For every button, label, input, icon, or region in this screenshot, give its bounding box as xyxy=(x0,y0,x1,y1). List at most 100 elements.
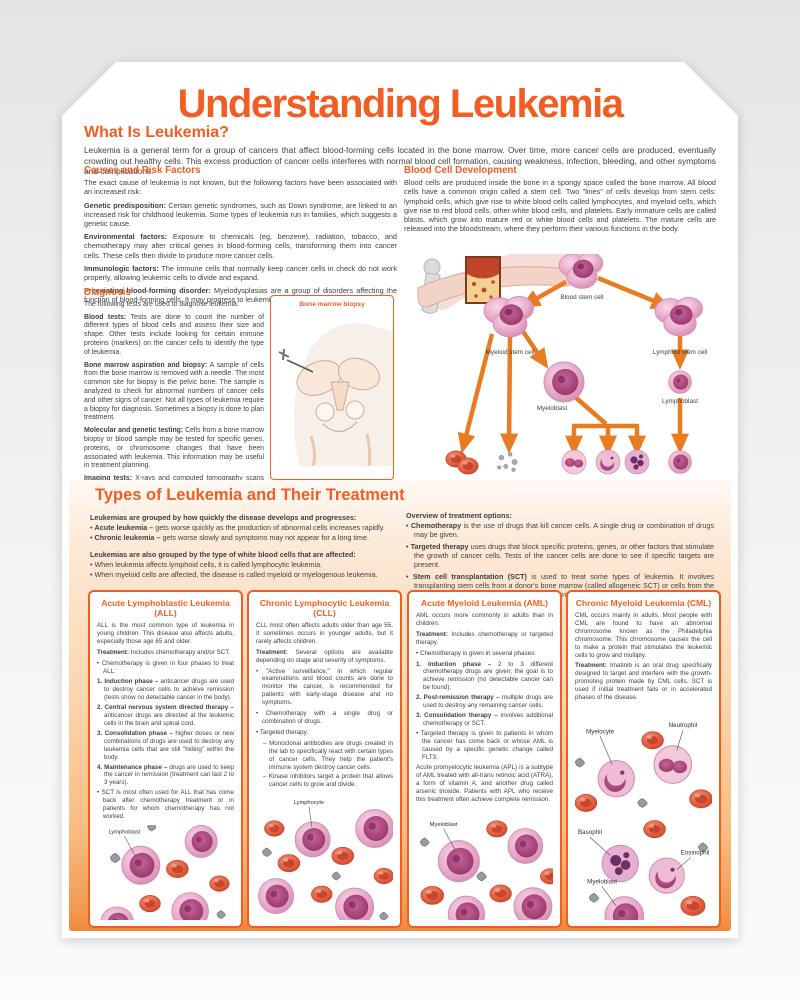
cll-bullet: Chemotherapy with a single drug or combi… xyxy=(256,710,393,726)
cml-treatment: Treatment: Imatinib is an oral drug spec… xyxy=(575,662,712,702)
pelvis-biopsy-illustration xyxy=(278,323,393,466)
all-leukemia-card: Acute Lymphoblastic Leukemia (ALL) ALL i… xyxy=(88,590,243,928)
cml-myelocyte-label: Myelocyte xyxy=(586,728,615,735)
cll-cell-label: Lymphocyte xyxy=(294,800,324,806)
speed-group-item: Chronic leukemia – gets worse slowly and… xyxy=(90,533,396,542)
label-lymphoid-stem-cell: Lymphoid stem cell xyxy=(653,349,707,356)
treatment-overview-item: Targeted therapy uses drugs that block s… xyxy=(406,542,714,569)
cll-intro: CLL most often affects adults older than… xyxy=(256,622,393,645)
all-phase: 3. Consolidation phase – higher doses or… xyxy=(97,729,234,761)
causes-item: Genetic predisposition: Certain genetic … xyxy=(84,200,397,229)
myelocyte-cell xyxy=(595,449,621,475)
speed-group-title: Leukemias are grouped by how quickly the… xyxy=(90,513,357,522)
types-heading: Types of Leukemia and Their Treatment xyxy=(95,486,405,504)
cll-sub-bullet: Monoclonal antibodies are drugs created … xyxy=(256,740,393,772)
pubic-arch xyxy=(322,421,358,433)
aml-phase: 3. Consolidation therapy – involves addi… xyxy=(416,711,553,727)
label-lymphoblast: Lymphoblast xyxy=(662,398,698,405)
sacrum xyxy=(330,381,350,411)
label-myeloblast: Myeloblast xyxy=(537,405,568,412)
all-treatment: Treatment: Includes chemotherapy and/or … xyxy=(97,648,231,656)
all-phase: 4. Maintenance phase – drugs are used to… xyxy=(97,763,234,787)
all-cells-illustration: Lymphoblast xyxy=(99,824,230,920)
myeloblast-cell xyxy=(543,361,585,403)
poster-title: Understanding Leukemia xyxy=(177,82,624,126)
cml-card-title: Chronic Myeloid Leukemia (CML) xyxy=(575,598,712,608)
causes-item: Preexisting blood-forming disorder: Myel… xyxy=(84,286,397,305)
what-is-heading: What Is Leukemia? xyxy=(84,124,229,141)
diagnosis-item: Blood tests: Tests are done to count the… xyxy=(84,313,264,356)
bone-marrow-biopsy-figure: Bone marrow biopsy xyxy=(270,295,394,480)
diagram-svg: Blood stem cell Myeloid stem cell Lympho… xyxy=(417,254,709,509)
aml-phase: 2. Post-remission therapy – multiple dru… xyxy=(416,694,553,710)
aml-intro: AML occurs more commonly in adults than … xyxy=(416,612,553,627)
aml-card-title: Acute Myeloid Leukemia (AML) xyxy=(420,598,548,608)
causes-intro: The exact cause of leukemia is not known… xyxy=(84,178,397,197)
diagnosis-heading: Diagnosis xyxy=(84,287,131,298)
cml-leukemia-card: Chronic Myeloid Leukemia (CML) CML occur… xyxy=(566,590,721,928)
what-is-body: Leukemia is a general term for a group o… xyxy=(84,145,716,177)
lineage-group-title: Leukemias are also grouped by the type o… xyxy=(90,550,356,559)
development-heading: Blood Cell Development xyxy=(404,165,517,176)
all-bullet: SCT is most often used for ALL that has … xyxy=(97,789,234,821)
all-card-title: Acute Lymphoblastic Leukemia (ALL) xyxy=(101,598,230,618)
red-blood-cell xyxy=(457,457,479,475)
needle-hub xyxy=(278,348,290,361)
lymphoid-stem-cell xyxy=(654,296,704,337)
eosinophil-cell xyxy=(561,449,587,475)
lineage-group-item: When leukemia affects lymphoid cells, it… xyxy=(90,560,396,569)
aml-bullet: Chemotherapy is given in several phases: xyxy=(416,650,553,658)
types-grouping-column: Leukemias are grouped by how quickly the… xyxy=(90,508,396,580)
label-myeloid-stem-cell: Myeloid stem cell xyxy=(485,349,534,356)
label-blood-stem-cell: Blood stem cell xyxy=(560,294,603,301)
cll-treatment: Treatment: Several options are available… xyxy=(256,648,393,664)
speed-group-item: Acute leukemia – gets worse quickly as t… xyxy=(90,523,396,532)
causes-heading: Causes and Risk Factors xyxy=(84,165,201,176)
aml-cell-label: Myeloblast xyxy=(430,822,458,828)
biopsy-caption: Bone marrow biopsy xyxy=(299,301,365,308)
diagnosis-item: Bone marrow aspiration and biopsy: A sam… xyxy=(84,361,264,422)
cll-leukemia-card: Chronic Lymphocytic Leukemia (CLL) CLL m… xyxy=(247,590,402,928)
biopsy-needle xyxy=(286,359,314,373)
femur-lines xyxy=(309,433,372,466)
lineage-group-item: When myeloid cells are affected, the dis… xyxy=(90,570,396,579)
cll-sub-bullet: Kinase inhibitors target a protein that … xyxy=(256,773,393,789)
poster-shadow: Understanding Leukemia What Is Leukemia?… xyxy=(62,62,738,938)
leukemia-poster: Understanding Leukemia What Is Leukemia?… xyxy=(62,62,738,938)
aml-leukemia-card: Acute Myeloid Leukemia (AML) AML occurs … xyxy=(407,590,562,928)
aml-treatment: Treatment: Includes chemotherapy or targ… xyxy=(416,630,553,646)
cll-card-title: Chronic Lymphocytic Leukemia (CLL) xyxy=(259,598,390,618)
lymphoblast-cell xyxy=(668,370,692,394)
causes-item: Immunologic factors: The immune cells th… xyxy=(84,263,397,283)
obturator-right xyxy=(345,400,365,420)
causes-item: Environmental factors: Exposure to chemi… xyxy=(84,232,397,260)
diagram-arrows xyxy=(457,275,689,456)
blood-cell-development-diagram: Blood stem cell Myeloid stem cell Lympho… xyxy=(406,254,730,516)
cml-myeloblast-label: Myeloblast xyxy=(587,879,617,886)
blood-cell-development-section: Blood Cell Development Blood cells are p… xyxy=(404,165,716,237)
aml-phase: 1. Induction phase – 2 to 3 different ch… xyxy=(416,660,553,692)
cml-neutrophil-label: Neutrophil xyxy=(669,722,698,729)
cll-bullet: "Active surveillance," in which regular … xyxy=(256,668,393,708)
cml-eosinophil-label: Eosinophil xyxy=(681,849,710,856)
diagnosis-section: Diagnosis The following tests are used t… xyxy=(84,287,264,506)
cll-bullet: Targeted therapy: xyxy=(256,729,393,737)
diagnosis-intro: The following tests are used to diagnose… xyxy=(84,300,239,308)
development-body: Blood cells are produced inside the bone… xyxy=(404,178,716,234)
cml-cells-illustration: Myelocyte Neutrophil Basophil Myeloblast… xyxy=(575,722,712,920)
treatment-overview-heading: Overview of treatment options: xyxy=(406,511,512,520)
diagnosis-item: Molecular and genetic testing: Cells fro… xyxy=(84,427,264,470)
all-phase: 2. Central nervous system directed thera… xyxy=(97,704,234,727)
cml-basophil-label: Basophil xyxy=(578,829,602,836)
cll-cells-illustration: Lymphocyte xyxy=(258,800,393,920)
aml-bullet: Targeted therapy is given to patients in… xyxy=(416,730,553,762)
what-is-leukemia-section: What Is Leukemia? Leukemia is a general … xyxy=(84,124,716,177)
obturator-left xyxy=(315,402,335,422)
lymphocyte-cell xyxy=(668,450,692,474)
all-intro: ALL is the most common type of leukemia … xyxy=(97,622,234,645)
all-cell-label: Lymphoblast xyxy=(108,829,140,835)
aml-footnote: Acute promyelocytic leukemia (APL) is a … xyxy=(416,764,553,804)
cml-intro: CML occurs mainly in adults. Most people… xyxy=(575,612,712,659)
basophil-cell xyxy=(624,449,650,475)
